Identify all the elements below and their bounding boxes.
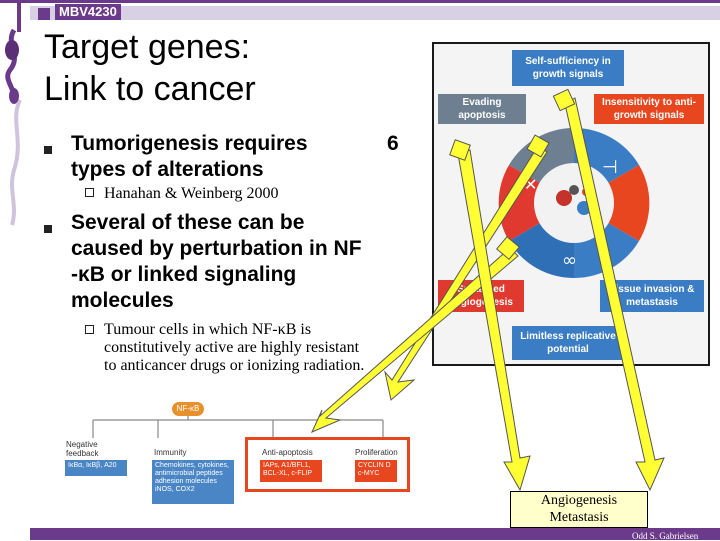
bullet-1-text-2: types of alterations — [71, 158, 264, 181]
negative-feedback-box: IκBα, IκBβ, A20 — [65, 460, 127, 476]
highlight-frame — [245, 437, 410, 492]
sub-bullet-resistance: Tumour cells in which NF-κB is constitut… — [104, 321, 404, 375]
sub-bullet-marker — [85, 188, 94, 197]
bullet-1-text: Tumorigenesis requires — [71, 132, 308, 155]
svg-text:∞: ∞ — [562, 250, 577, 271]
bullet-1: Tumorigenesis requires 6 types of alterat… — [71, 131, 411, 183]
sub-bullet-marker — [85, 325, 94, 334]
bullet-2-line-3: -κB or linked signaling — [71, 263, 297, 286]
anti-apoptosis-label: Anti-apoptosis — [262, 448, 313, 457]
hallmark-insensitivity: Insensitivity to anti-growth signals — [594, 94, 704, 124]
callout-line-1: Angiogenesis — [540, 493, 618, 508]
callout-line-2: Metastasis — [549, 510, 609, 525]
title-line-2: Link to cancer — [44, 70, 256, 108]
bullet-1-number: 6 — [387, 132, 399, 155]
proliferation-label: Proliferation — [355, 448, 398, 457]
course-code: MBV4230 — [55, 4, 121, 20]
sub-line-3: to anticancer drugs or ionizing radiatio… — [104, 357, 365, 374]
bullet-2-line-1: Several of these can be — [71, 211, 305, 234]
proliferation-box: CYCLIN D c-MYC — [355, 460, 397, 482]
hallmark-self-sufficiency: Self-sufficiency in growth signals — [512, 50, 624, 86]
bullet-2-line-2: caused by perturbation in NF — [71, 237, 362, 260]
author-credit: Odd S. Gabrielsen — [632, 531, 699, 541]
bullet-marker — [44, 225, 52, 233]
sub-line-2: constitutively active are highly resista… — [104, 339, 360, 356]
anti-apoptosis-box: IAPs, A1/BFL1, BCL-XL, c-FLIP — [260, 460, 322, 482]
svg-text:⊣: ⊣ — [602, 157, 618, 178]
title-line-1: Target genes: — [44, 28, 251, 66]
angiogenesis-metastasis-callout: Angiogenesis Metastasis — [510, 491, 648, 528]
nfkb-node: NF-κB — [172, 402, 204, 416]
hallmark-evading-apoptosis: Evading apoptosis — [438, 94, 526, 124]
negative-feedback-label: Negative feedback — [66, 440, 99, 458]
bullet-marker — [44, 146, 52, 154]
page-title: Target genes: Link to cancer — [44, 26, 304, 110]
bullet-2: Several of these can be caused by pertur… — [71, 210, 411, 314]
immunity-box: Chemokines, cytokines, antimicrobial pep… — [152, 460, 234, 504]
hallmark-limitless-potential: Limitless replicative potential — [512, 326, 624, 360]
sub-bullet-citation: Hanahan & Weinberg 2000 — [104, 185, 279, 202]
sub-line-1: Tumour cells in which NF-κB is — [104, 321, 312, 338]
bullet-2-line-4: molecules — [71, 289, 174, 312]
immunity-label: Immunity — [154, 448, 187, 457]
